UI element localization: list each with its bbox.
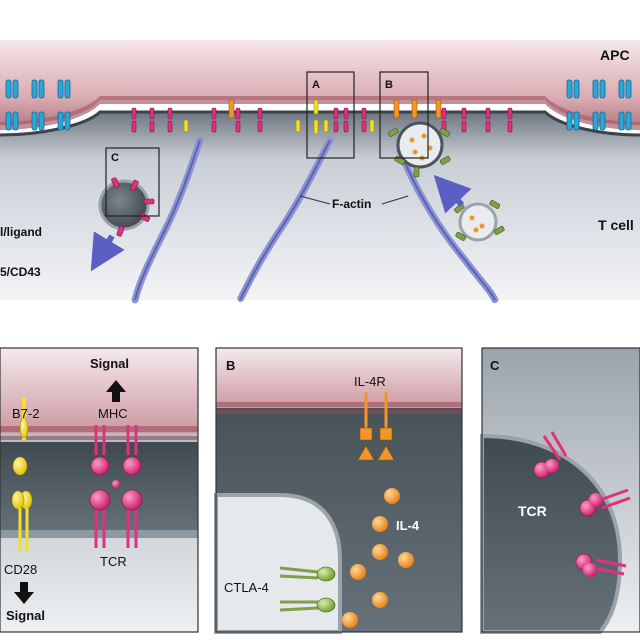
mhc-label: MHC — [98, 406, 128, 421]
panel-a: Signal Signal B7-2 MHC CD28 TCR — [0, 347, 199, 633]
vesicle-arrow — [433, 174, 472, 214]
box-a-label: A — [312, 79, 320, 91]
panel-b: B IL-4R IL-4 CTLA-4 — [214, 347, 463, 634]
panel-a-tcr-label: TCR — [100, 554, 127, 569]
incoming-vesicle — [458, 202, 498, 242]
b72-label: B7-2 — [12, 406, 39, 421]
b7-cd28-pairs — [183, 99, 375, 135]
panel-c-tcr-molecules — [533, 431, 631, 577]
cd43-label: 5/CD43 — [0, 265, 41, 279]
panel-c-tcr-label: TCR — [518, 503, 547, 519]
tcell-label: T cell — [598, 217, 634, 233]
region-box-c — [105, 147, 160, 217]
ligand-label: l/ligand — [0, 225, 42, 239]
ctla4-label: CTLA-4 — [224, 580, 269, 595]
top-schematic: A B C APC T cell F-actin l/ligand 5/CD43 — [0, 40, 640, 304]
box-c-label: C — [111, 152, 119, 164]
vesicle-il4-dots — [409, 133, 433, 161]
il4-label: IL-4 — [396, 518, 420, 533]
panel-b-title: B — [226, 358, 235, 373]
factin-pointer-left — [299, 195, 331, 205]
cd28-label: CD28 — [4, 562, 37, 577]
il4-balls — [342, 488, 414, 628]
internalized-tcr — [111, 177, 155, 237]
factin-pointer-right — [381, 195, 409, 205]
region-box-a — [306, 71, 355, 159]
factin-filaments-core — [134, 139, 496, 301]
ctla4-molecules — [279, 566, 336, 613]
factin-label: F-actin — [332, 197, 371, 211]
internalization-arrow — [90, 231, 125, 272]
synapse-vesicle — [396, 121, 444, 169]
integrins-right — [566, 79, 632, 131]
signal-down-arrow — [14, 582, 34, 604]
panel-c: C TCR — [480, 347, 640, 634]
panel-c-title: C — [490, 358, 500, 373]
box-b-label: B — [385, 79, 393, 91]
region-box-b — [379, 71, 429, 159]
tcell-membrane — [0, 110, 640, 137]
mhc-tcr-molecules — [89, 425, 143, 548]
panel-b-vesicle — [214, 493, 342, 634]
signal-up-arrow — [106, 380, 126, 402]
tcr-mhc-pairs — [131, 107, 513, 133]
il4r-molecule — [357, 392, 395, 461]
integrins-left — [5, 79, 71, 131]
apc-body — [0, 40, 640, 125]
b72-cd28-molecule — [11, 398, 33, 552]
apc-membrane — [0, 96, 640, 130]
tcell-body — [0, 112, 640, 300]
panel-a-signal-bottom: Signal — [6, 608, 45, 623]
internalized-vesicle — [98, 179, 150, 231]
panel-a-apc — [0, 348, 198, 433]
panel-a-signal-top: Signal — [90, 356, 129, 371]
panel-a-synapse — [0, 442, 198, 534]
il4r-label: IL-4R — [354, 374, 386, 389]
il4r-top — [228, 99, 442, 119]
apc-label: APC — [600, 47, 630, 63]
panel-c-vesicle — [480, 433, 623, 634]
